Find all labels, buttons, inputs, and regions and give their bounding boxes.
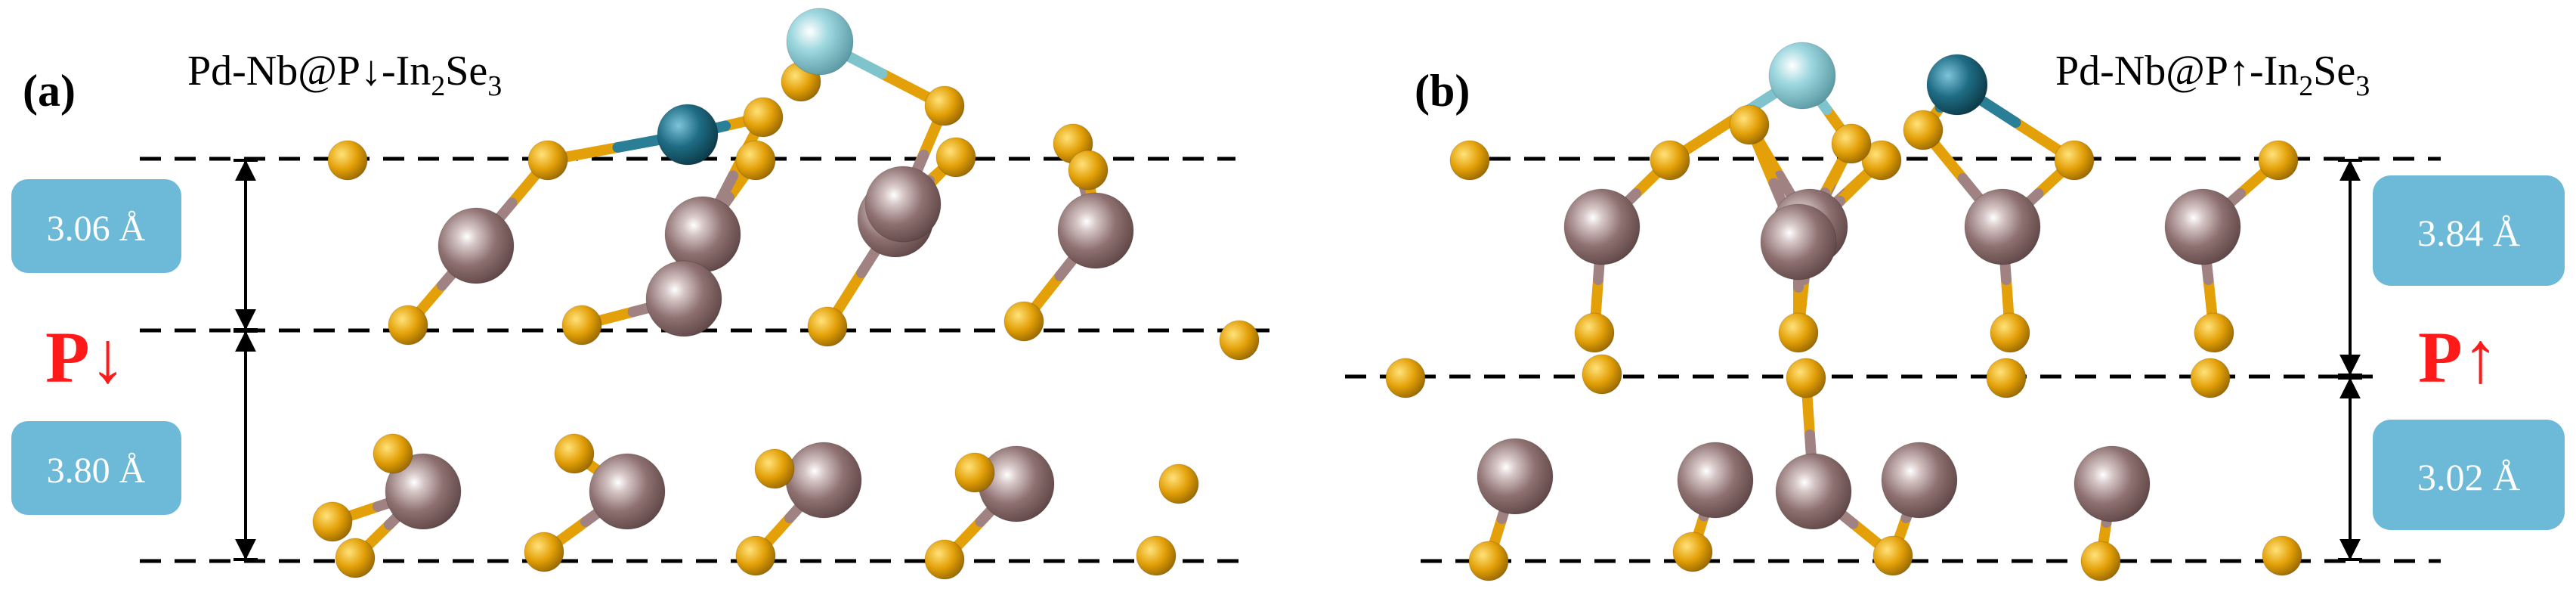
se-atom xyxy=(743,97,784,138)
nb-atom xyxy=(657,104,719,166)
se-atom xyxy=(327,140,368,181)
in-atom xyxy=(1477,438,1554,515)
in-atom xyxy=(1881,442,1958,519)
se-atom xyxy=(1990,312,2030,353)
se-atom xyxy=(2258,140,2299,181)
se-atom xyxy=(561,305,602,346)
distance-arrows xyxy=(233,159,2362,561)
panel-a-tag: (a) xyxy=(23,66,76,116)
panel-a-upper-distance: 3.06 Å xyxy=(47,209,146,249)
se-atom xyxy=(1786,358,1826,398)
in-atom xyxy=(664,196,741,273)
panel-b-lower-distance-box xyxy=(2373,420,2565,530)
in-atom xyxy=(438,207,515,284)
in-atom xyxy=(2073,445,2151,522)
in-atom xyxy=(1964,188,2041,265)
panel-a-polarization: P↓ xyxy=(45,317,126,398)
se-atom xyxy=(1582,354,1622,395)
in-atom xyxy=(785,442,862,519)
in-atom xyxy=(385,453,462,530)
panel-b-polarization: P↑ xyxy=(2418,317,2499,398)
in-atom xyxy=(1677,442,1754,519)
panel-a-lower-distance-box xyxy=(11,421,181,515)
se-atom xyxy=(754,448,795,489)
se-atom xyxy=(1158,463,1199,504)
panel-b-upper-distance-box xyxy=(2373,175,2565,286)
in-atom xyxy=(645,260,722,337)
se-atom xyxy=(527,140,568,181)
in-atom xyxy=(1563,188,1641,265)
se-atom xyxy=(554,433,595,474)
se-atom xyxy=(935,137,976,178)
se-atom xyxy=(2080,541,2121,581)
se-atom xyxy=(524,532,564,572)
se-atom xyxy=(1136,535,1177,576)
se-atom xyxy=(1385,358,1426,398)
se-atom xyxy=(2194,312,2234,353)
se-atom xyxy=(2190,358,2231,398)
se-atom xyxy=(1831,123,1872,164)
se-atom xyxy=(1068,150,1109,191)
in-atom xyxy=(1775,453,1852,530)
pd-atom xyxy=(1768,42,1836,110)
se-atom xyxy=(1003,301,1044,342)
se-atom xyxy=(954,452,995,493)
se-atom xyxy=(1778,312,1819,353)
se-atom xyxy=(807,306,848,347)
panel-a-lower-distance: 3.80 Å xyxy=(47,451,146,491)
se-atom xyxy=(924,85,965,126)
panel-b-upper-distance: 3.84 Å xyxy=(2417,212,2520,254)
se-atom xyxy=(1872,535,1913,576)
pd-atom xyxy=(786,8,854,76)
in-atom xyxy=(2164,188,2241,265)
se-atom xyxy=(1729,104,1770,145)
in-atom xyxy=(589,453,666,530)
se-atom xyxy=(1672,532,1713,572)
in-atom xyxy=(864,166,942,243)
se-atom xyxy=(1903,110,1944,150)
se-atom xyxy=(1468,541,1509,581)
atoms xyxy=(312,8,2302,581)
se-atom xyxy=(1986,358,2027,398)
nb-atom xyxy=(1926,54,1988,116)
panel-b-lower-distance: 3.02 Å xyxy=(2417,456,2520,498)
se-atom xyxy=(1219,320,1260,361)
se-atom xyxy=(2262,535,2302,576)
panel-a-title: Pd-Nb@P↓-In2Se3 xyxy=(187,48,502,102)
se-atom xyxy=(735,140,776,181)
se-atom xyxy=(335,538,376,578)
se-atom xyxy=(1449,140,1490,181)
in-atom xyxy=(1057,192,1134,269)
se-atom xyxy=(1861,140,1902,181)
panel-a-upper-distance-box xyxy=(11,179,181,273)
se-atom xyxy=(735,535,776,576)
in-atom xyxy=(1760,203,1837,281)
se-atom xyxy=(2054,140,2095,181)
se-atom xyxy=(1574,312,1615,353)
panel-b-title: Pd-Nb@P↑-In2Se3 xyxy=(2055,48,2370,102)
se-atom xyxy=(312,501,353,542)
se-atom xyxy=(1650,140,1690,181)
se-atom xyxy=(924,539,965,580)
panel-b-tag: (b) xyxy=(1415,66,1470,116)
se-atom xyxy=(373,433,413,474)
se-atom xyxy=(388,305,428,346)
